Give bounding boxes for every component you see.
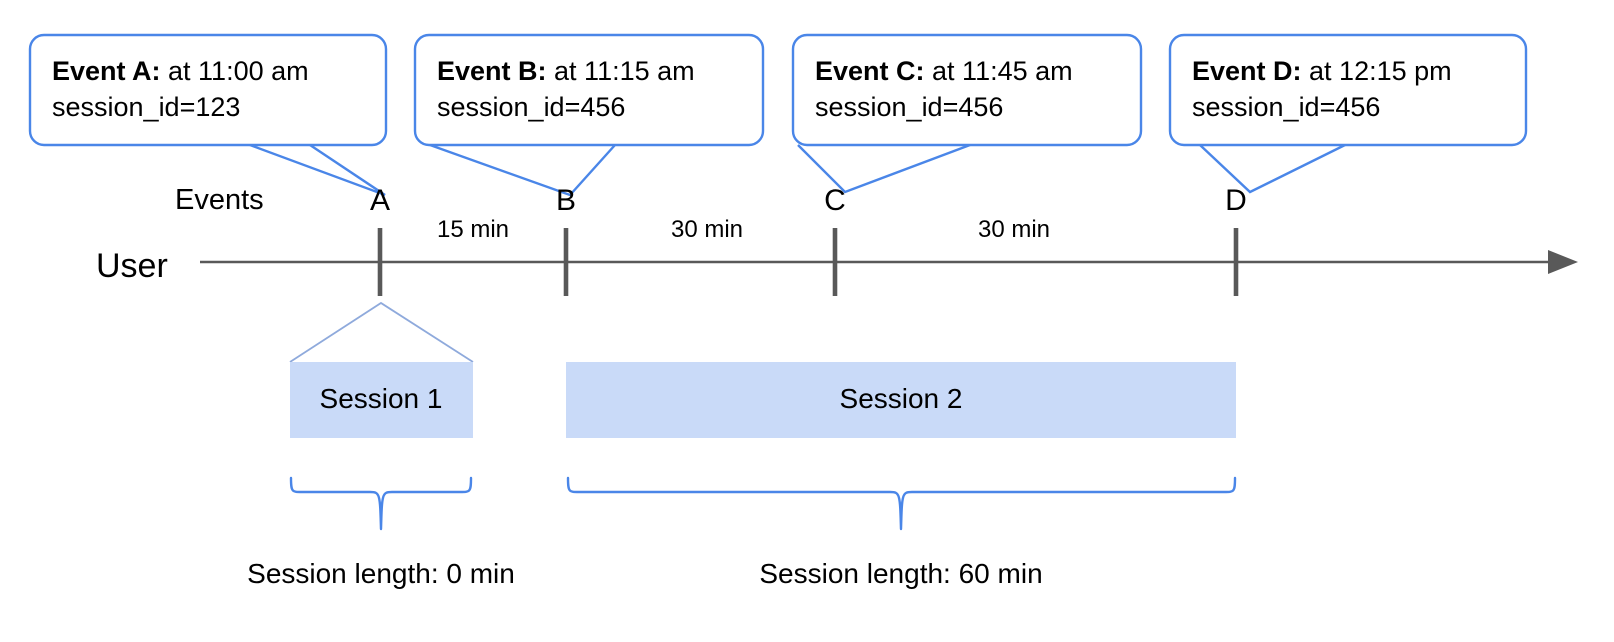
- tick-letter-c: C: [824, 184, 846, 217]
- session-2-length-caption: Session length: 60 min: [759, 558, 1042, 589]
- gap-label-a-b: 15 min: [437, 216, 509, 243]
- session-2-label: Session 2: [840, 383, 963, 414]
- axis-arrowhead: [1548, 250, 1578, 274]
- timeline-axis: [200, 250, 1578, 274]
- callout-d-line1: Event D: at 12:15 pm: [1192, 56, 1452, 86]
- callout-a-lead: Event A:: [52, 56, 161, 86]
- callout-event-b[interactable]: Event B: at 11:15 am session_id=456: [413, 33, 765, 197]
- event-tick-b[interactable]: B: [556, 184, 576, 296]
- callout-c-time: at 11:45 am: [925, 56, 1073, 86]
- brace-1-path: [289, 476, 473, 531]
- callout-tail-c: [797, 143, 971, 194]
- callout-c-line2: session_id=456: [815, 92, 1003, 122]
- session-1-length-caption: Session length: 0 min: [247, 558, 515, 589]
- callout-b-line1: Event B: at 11:15 am: [437, 56, 695, 86]
- callout-box-b: [413, 33, 765, 147]
- tick-letter-a: A: [370, 184, 390, 217]
- callout-d-time: at 12:15 pm: [1302, 56, 1452, 86]
- callout-event-d[interactable]: Event D: at 12:15 pm session_id=456: [1168, 33, 1528, 194]
- callout-a-time: at 11:00 am: [161, 56, 309, 86]
- callout-event-c[interactable]: Event C: at 11:45 am session_id=456: [791, 33, 1143, 194]
- callout-event-a[interactable]: Event A: at 11:00 am session_id=123: [28, 33, 388, 197]
- session-1-bar: [290, 362, 473, 438]
- callout-b-time: at 11:15 am: [547, 56, 695, 86]
- callout-c-line1: Event C: at 11:45 am: [815, 56, 1073, 86]
- callout-a-line1: Event A: at 11:00 am: [52, 56, 309, 86]
- gap-label-b-c: 30 min: [671, 216, 743, 243]
- event-tick-c[interactable]: C: [824, 184, 846, 296]
- callout-tail-d: [1199, 143, 1346, 194]
- callout-b-lead: Event B:: [437, 56, 547, 86]
- callout-a-line2: session_id=123: [52, 92, 240, 122]
- callout-b-line2: session_id=456: [437, 92, 625, 122]
- callout-c-lead: Event C:: [815, 56, 925, 86]
- session-1-length-brace: Session length: 0 min: [247, 476, 515, 589]
- brace-2-path: [566, 476, 1237, 531]
- row-label-user: User: [96, 247, 168, 285]
- callout-box-d: [1168, 33, 1528, 147]
- session-2-bar: [566, 362, 1236, 438]
- event-tick-d[interactable]: D: [1225, 184, 1247, 296]
- callout-box-c: [791, 33, 1143, 147]
- tick-letter-d: D: [1225, 184, 1247, 217]
- row-label-events: Events: [175, 184, 264, 216]
- tick-letter-b: B: [556, 184, 576, 217]
- callout-d-lead: Event D:: [1192, 56, 1302, 86]
- session-1-tent: [289, 301, 474, 363]
- callout-box-a: [28, 33, 388, 147]
- session-2[interactable]: Session 2: [566, 362, 1236, 438]
- callout-tail-b: [429, 143, 616, 197]
- gap-label-c-d: 30 min: [978, 216, 1050, 243]
- session-1[interactable]: Session 1: [289, 301, 474, 438]
- callout-tail-a: [249, 143, 386, 197]
- session-2-length-brace: Session length: 60 min: [566, 476, 1237, 589]
- callout-d-line2: session_id=456: [1192, 92, 1380, 122]
- event-tick-a[interactable]: A: [370, 184, 390, 296]
- session-1-label: Session 1: [320, 383, 443, 414]
